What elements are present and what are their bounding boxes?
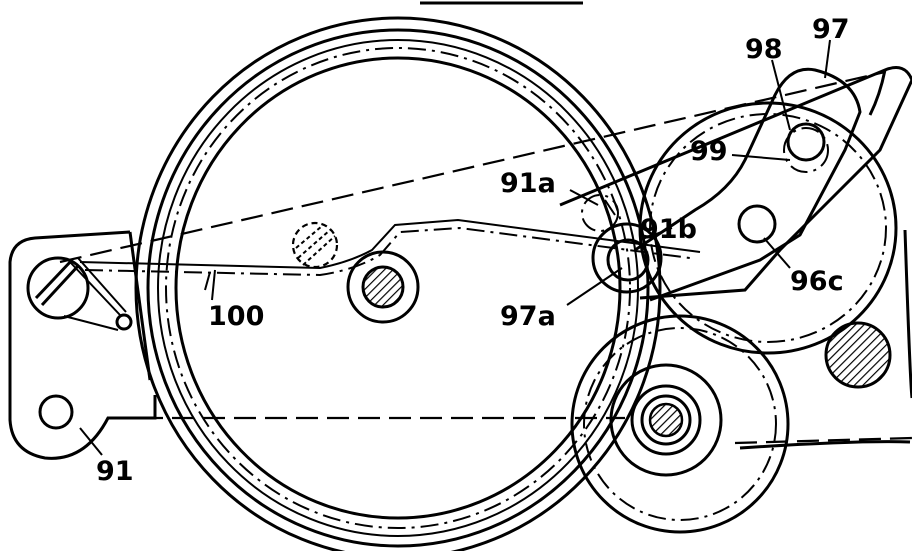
center-hub [346,250,420,324]
lever-91-hole [38,394,74,430]
label-97a: 97a [500,301,556,332]
ghost-pin [291,221,339,269]
label-91a: 91a [500,168,556,199]
link-wire-100 [79,218,701,291]
spring-anchor [115,313,133,331]
spring [63,257,127,331]
pin-97a [581,194,663,294]
label-96c: 96c [790,266,844,297]
lever-97 [559,66,912,302]
pin-96c [737,204,777,244]
lower-gear [570,314,790,534]
lever-97-dashed [59,70,912,445]
leader-lines [79,39,831,456]
lever-91 [8,230,157,460]
pivot-screw [26,256,90,320]
label-100: 100 [208,301,264,332]
large-wheel [134,16,662,551]
right-shaft [739,229,912,450]
label-97: 97 [812,14,850,45]
label-98: 98 [745,34,783,65]
label-91b: 91b [640,214,697,245]
label-91: 91 [96,456,134,487]
pin-98 [786,122,826,162]
pin-99-ghost [783,127,829,173]
label-99: 99 [690,136,728,167]
